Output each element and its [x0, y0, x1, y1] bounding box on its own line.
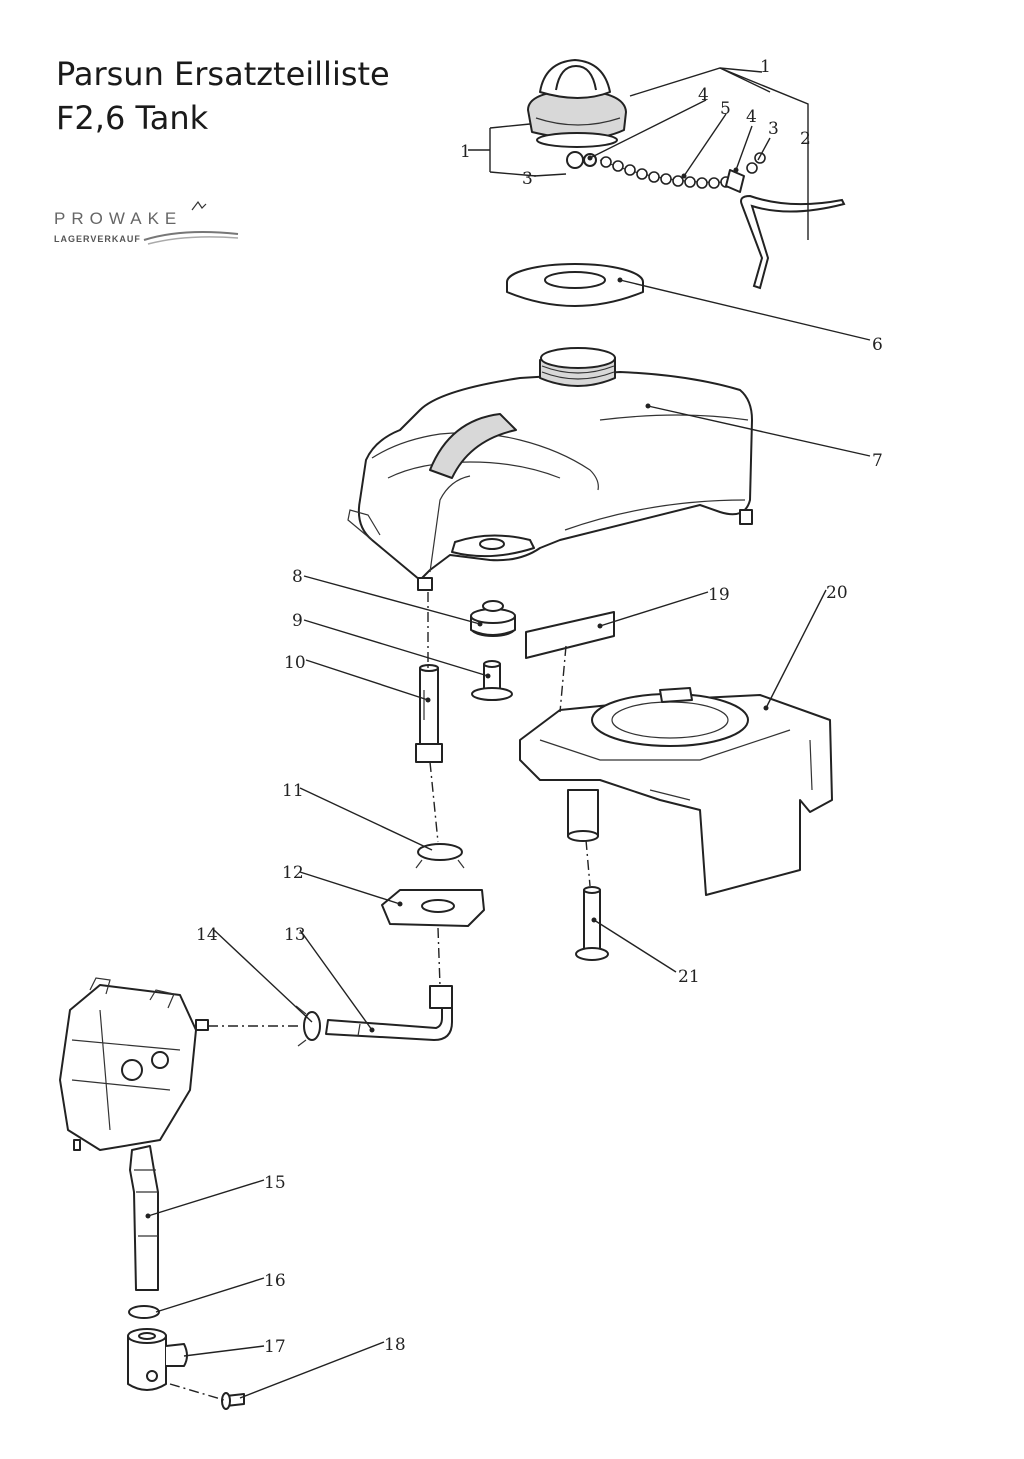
callout-8: 8 [292, 567, 303, 587]
callout-6: 6 [872, 335, 883, 355]
callout-19: 19 [708, 585, 730, 605]
cap-gasket-part [506, 263, 644, 307]
fuel-filter-part [470, 600, 516, 637]
callout-21: 21 [678, 967, 700, 987]
fuel-cock-body-part [127, 1328, 188, 1391]
callout-12: 12 [282, 863, 304, 883]
callout-3: 3 [768, 119, 779, 139]
assembly-axis-line [437, 927, 441, 987]
page-title: Parsun Ersatzteilliste [56, 55, 390, 93]
fuel-cock-plate-part [381, 889, 485, 927]
callout-13: 13 [284, 925, 306, 945]
callout-17: 17 [264, 1337, 286, 1357]
label-plate-part [525, 611, 615, 659]
tank-bracket-part [519, 687, 833, 896]
callout-4: 4 [698, 85, 709, 105]
carburetor-part [59, 977, 209, 1151]
callout-3: 3 [522, 169, 533, 189]
prowake-logo: PROWAKE LAGERVERKAUF [54, 200, 239, 245]
callout-14: 14 [196, 925, 218, 945]
callout-4: 4 [746, 107, 757, 127]
fuel-cap-part [527, 59, 627, 148]
retainer-chain-part [566, 151, 766, 193]
logo-wave-icon [143, 231, 239, 241]
callout-11: 11 [282, 781, 304, 801]
fuel-tank-part [347, 347, 753, 591]
assembly-axis-line [169, 1383, 225, 1401]
callout-2: 2 [800, 129, 811, 149]
fuel-pipe-joint-part [415, 664, 443, 763]
callout-5: 5 [720, 99, 731, 119]
callout-1: 1 [460, 142, 471, 162]
hose-clamp-part [295, 1005, 321, 1047]
bracket-collar-part [575, 886, 609, 961]
o-ring-part [128, 1305, 160, 1319]
vent-wire-part [740, 194, 846, 290]
callout-9: 9 [292, 611, 303, 631]
logo-wave-icon-2 [147, 236, 239, 245]
fuel-cock-lever-part [129, 1145, 159, 1291]
leader-lines [145, 67, 871, 1399]
callout-16: 16 [264, 1271, 286, 1291]
screw-part [221, 1392, 245, 1410]
logo-tagline: LAGERVERKAUF [54, 234, 141, 244]
callout-15: 15 [264, 1173, 286, 1193]
hose-clip-part [415, 843, 465, 869]
page-subtitle: F2,6 Tank [56, 99, 209, 137]
callout-10: 10 [284, 653, 306, 673]
logo-wordmark: PROWAKE [54, 209, 182, 228]
fuel-hose-part [325, 985, 453, 1041]
callout-7: 7 [872, 451, 883, 471]
callout-18: 18 [384, 1335, 406, 1355]
assembly-axis-line [429, 761, 439, 843]
assembly-axis-line [585, 839, 591, 887]
filter-washer-part [471, 660, 513, 701]
callout-20: 20 [826, 583, 848, 603]
assembly-axis-line [559, 645, 567, 713]
logo-mountain-icon [191, 200, 207, 211]
callout-1: 1 [760, 57, 771, 77]
